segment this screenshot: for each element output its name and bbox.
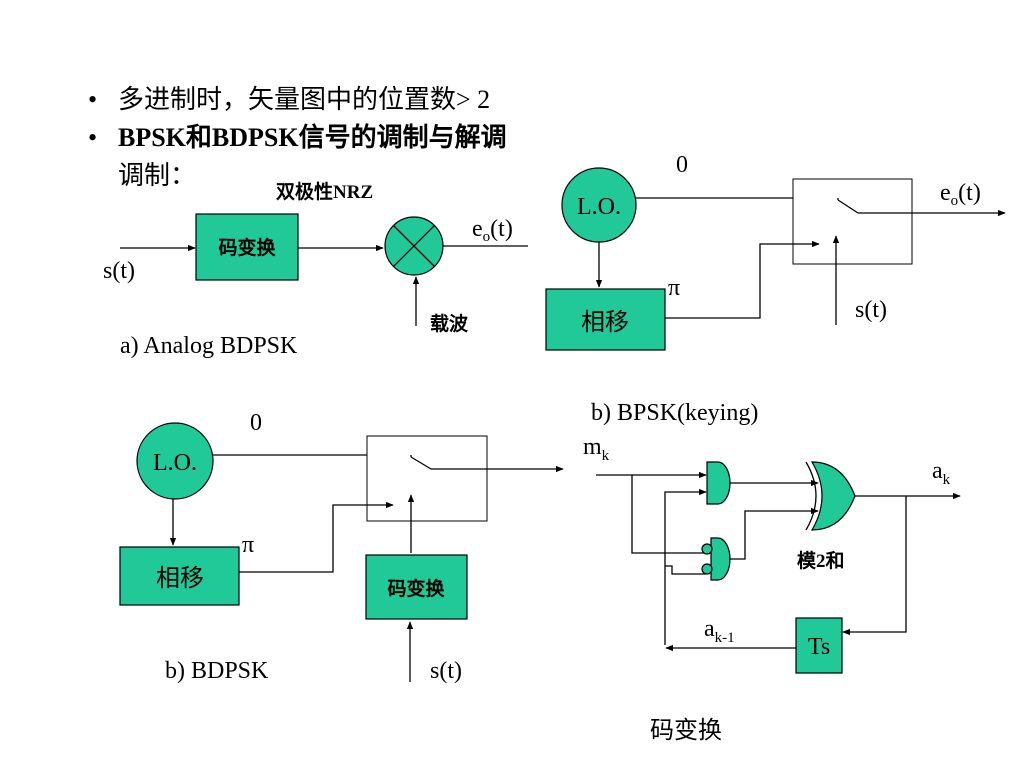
subheading: 调制： (118, 161, 196, 190)
bullet-dot-1: • (88, 85, 97, 114)
switch-box (366, 435, 488, 522)
carrier-label: 载波 (430, 312, 469, 335)
shifter-label: 相移 (581, 309, 629, 336)
zero-label: 0 (250, 410, 262, 436)
caption-logic: 码变换 (650, 717, 722, 744)
output-label-b: eo(t) (940, 180, 981, 209)
feedback-to-gates-wire (664, 488, 707, 645)
input-label: s(t) (103, 258, 135, 284)
lo-label: L.O. (153, 450, 197, 476)
encoder-block (195, 213, 299, 281)
inverter-bubble-2 (701, 563, 713, 575)
feedback-label: ak-1 (704, 616, 735, 646)
bullet-2: BPSK和BDPSK信号的调制与解调 (118, 122, 507, 152)
lo-label: L.O. (577, 194, 621, 220)
switch-box (792, 178, 913, 265)
bullet-1: 多进制时，矢量图中的位置数> 2 (118, 85, 490, 114)
output-label: ak (932, 458, 951, 488)
shifter-block (119, 546, 240, 606)
caption-a: a) Analog BDPSK (120, 333, 298, 359)
control-label: s(t) (855, 297, 887, 323)
diagram-bpsk-keying: 0 L.O. eo(t) 相移 π s(t) b) BPSK(keying) (545, 152, 1006, 426)
output-to-delay-wire (842, 496, 907, 636)
encoder-label: 码变换 (387, 577, 445, 600)
encoder-block (365, 554, 468, 620)
diagram-analog-bdpsk: 双极性NRZ s(t) 码变换 eo(t) 载波 a) Analog BDPSK (103, 180, 528, 359)
delay-label: Ts (808, 634, 830, 660)
xor-label: 模2和 (797, 549, 845, 572)
delay-block (795, 617, 843, 674)
diagram-bdpsk: 0 L.O. 相移 π 码变换 s(t) b) BDPSK (119, 410, 564, 684)
input-label: mk (583, 434, 610, 464)
and-gate-2 (710, 537, 731, 581)
nrz-label: 双极性NRZ (276, 180, 373, 203)
shifter-to-switch-wire (239, 501, 394, 573)
encoder-label: 码变换 (218, 236, 276, 259)
caption-b-keying: b) BPSK(keying) (591, 400, 758, 426)
switch-blade (410, 456, 432, 470)
bullet-dot-2: • (88, 123, 97, 152)
xor-gate-back (805, 461, 817, 531)
feedback-to-and2-wire (665, 565, 706, 575)
input-label: s(t) (430, 658, 462, 684)
shifter-label: 相移 (156, 565, 204, 592)
pi-label: π (668, 275, 680, 301)
input-wire (596, 474, 683, 554)
inverter-bubble-1 (701, 543, 713, 555)
and-gate-1 (706, 461, 731, 505)
pi-label: π (242, 532, 254, 558)
output-label: eo(t) (472, 216, 513, 245)
lo-circle (136, 422, 214, 500)
switch-blade (837, 199, 859, 214)
and2-to-xor-wire (730, 507, 819, 560)
mixer-icon (384, 216, 444, 276)
diagram-logic-encoder: mk 模2和 ak Ts ak-1 码变换 (583, 434, 961, 744)
shifter-to-switch-wire (665, 240, 820, 319)
xor-gate (810, 461, 856, 531)
shifter-block (545, 288, 666, 351)
caption-b-bdpsk: b) BDPSK (165, 658, 269, 684)
zero-label: 0 (676, 152, 688, 178)
